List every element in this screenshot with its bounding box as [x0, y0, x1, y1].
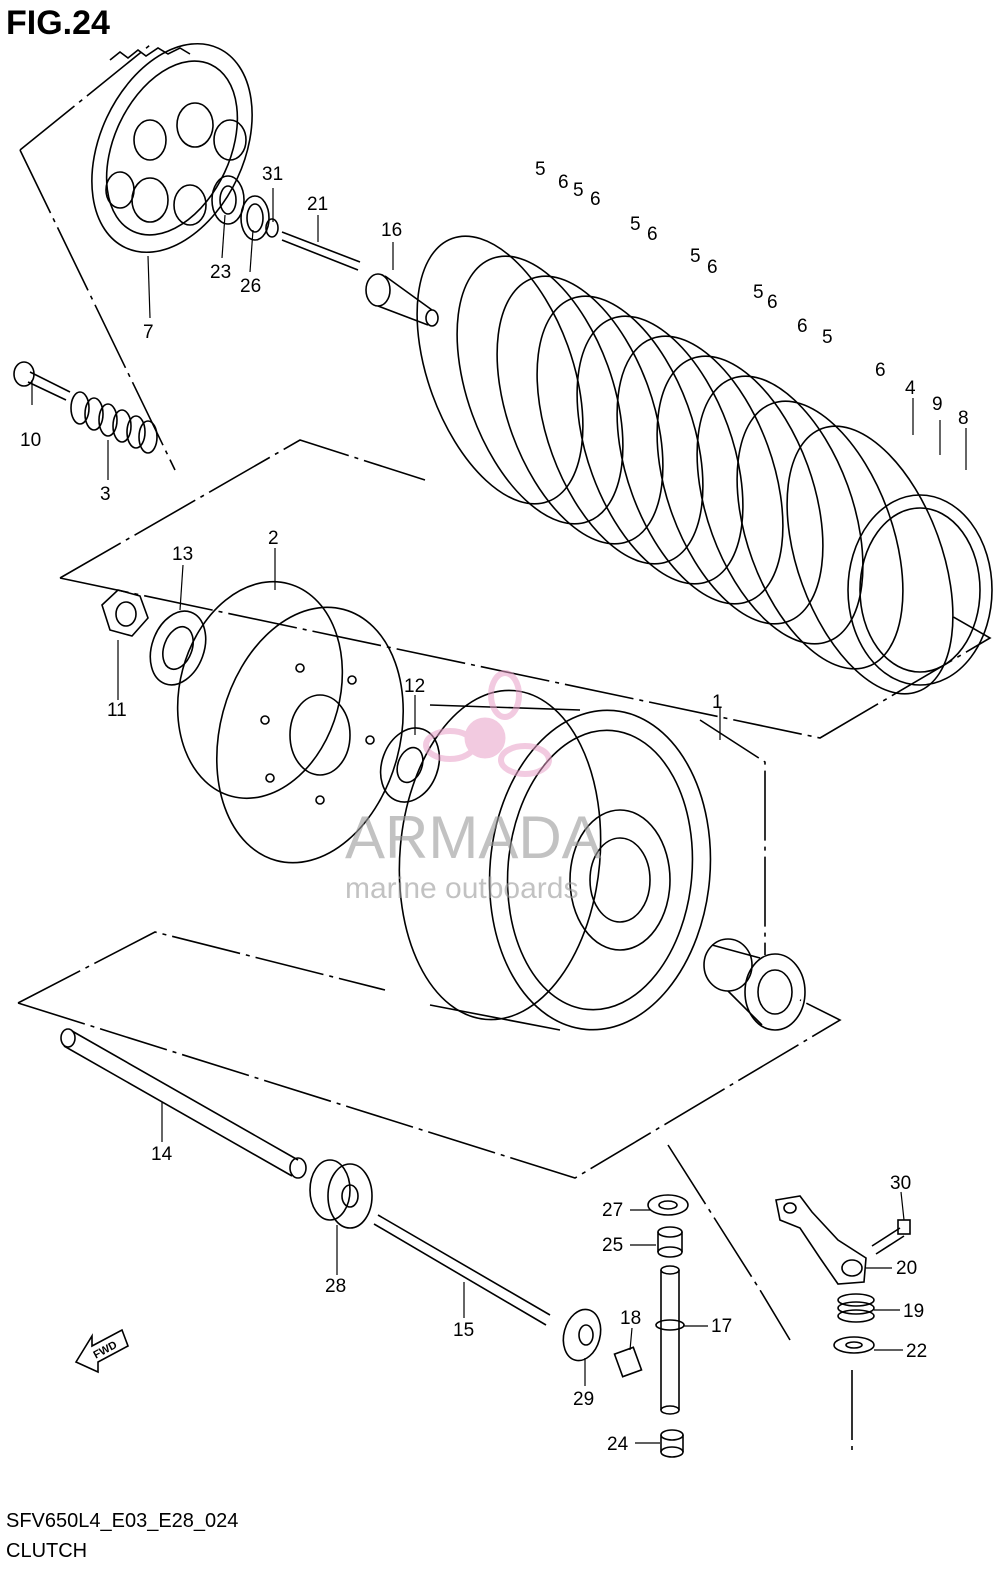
callout-1: 1	[712, 692, 723, 713]
callout-24: 24	[607, 1434, 629, 1455]
callout-12: 12	[404, 676, 425, 697]
callout-25: 25	[602, 1235, 623, 1256]
callout-6d: 6	[707, 257, 718, 278]
callout-18: 18	[620, 1308, 641, 1329]
clutch-plate-stack	[416, 235, 993, 695]
callout-22: 22	[906, 1341, 927, 1362]
frame-pressure-plate	[19, 44, 176, 471]
sleeve-hub-2	[176, 580, 405, 864]
spring-19	[837, 1293, 875, 1323]
figure-title: FIG.24	[6, 4, 110, 42]
spring-3	[70, 391, 158, 454]
bearing-28	[309, 1159, 373, 1229]
callout-14: 14	[151, 1144, 173, 1165]
washer-22	[833, 1336, 875, 1354]
callout-26: 26	[240, 276, 261, 297]
callout-5c: 5	[630, 214, 641, 235]
callout-2: 2	[268, 528, 279, 549]
callout-17: 17	[711, 1316, 732, 1337]
callout-6a: 6	[558, 172, 569, 193]
callout-5a: 5	[535, 159, 546, 180]
callout-6g: 6	[875, 360, 886, 381]
leader-lines	[31, 188, 967, 1444]
pressure-plate	[91, 42, 253, 254]
frame-clutch-plates	[59, 439, 992, 739]
callout-3: 3	[100, 484, 111, 505]
callout-5d: 5	[690, 246, 701, 267]
release-shaft-17	[655, 1265, 685, 1415]
callout-5f: 5	[822, 327, 833, 348]
callout-5b: 5	[573, 180, 584, 201]
bearing-25	[657, 1226, 683, 1258]
callout-4: 4	[905, 378, 916, 399]
callout-11: 11	[107, 700, 127, 721]
callout-31: 31	[262, 164, 283, 185]
callout-27: 27	[602, 1200, 623, 1221]
pushrod-21	[281, 231, 361, 271]
callout-7: 7	[143, 322, 154, 343]
nut-11	[101, 589, 149, 637]
callout-5e: 5	[753, 282, 764, 303]
lock-washer-13	[149, 610, 207, 686]
figure-code: SFV650L4_E03_E28_024	[6, 1510, 239, 1532]
callout-15: 15	[453, 1320, 474, 1341]
callout-6b: 6	[590, 189, 601, 210]
bearing-24	[660, 1429, 684, 1458]
callout-6c: 6	[647, 224, 658, 245]
callout-6e: 6	[767, 292, 778, 313]
bearing-26	[240, 195, 270, 241]
watermark-logo-icon	[423, 670, 552, 777]
callout-21: 21	[307, 194, 328, 215]
washer-12	[379, 727, 441, 803]
figure-name: CLUTCH	[6, 1540, 88, 1562]
ring-31	[265, 218, 279, 238]
piece-16	[365, 273, 439, 327]
callout-19: 19	[903, 1301, 924, 1322]
spacer-sleeve	[703, 938, 806, 1031]
callout-23: 23	[210, 262, 231, 283]
callout-30: 30	[890, 1173, 911, 1194]
pin-18	[613, 1346, 643, 1378]
callout-28: 28	[325, 1276, 346, 1297]
watermark-brand: ARMADA	[345, 804, 602, 871]
fwd-arrow-icon: FWD	[74, 1328, 129, 1374]
callout-10: 10	[20, 430, 41, 451]
seal-27	[647, 1194, 689, 1216]
callout-labels: 1 2 3 4 5 5 5 5 5 5 5 6 6 6 6 6 6 6 7 8 …	[20, 159, 969, 1455]
callout-20: 20	[896, 1258, 917, 1279]
callout-9: 9	[932, 394, 943, 415]
bolt-10	[13, 361, 71, 401]
watermark-tagline: marine outboards	[345, 872, 578, 905]
release-arm-20	[775, 1195, 867, 1285]
frame-clutch-housing	[17, 719, 842, 1179]
callout-6f: 6	[797, 316, 808, 337]
frame-release-arm	[667, 1144, 853, 1450]
callout-8: 8	[958, 408, 969, 429]
seal-29	[562, 1308, 602, 1362]
rod-15	[373, 1214, 551, 1326]
bolt-30	[871, 1219, 911, 1255]
callout-29: 29	[573, 1389, 594, 1410]
shaft-14	[60, 1028, 307, 1179]
washer-23	[211, 175, 245, 225]
callout-13: 13	[172, 544, 193, 565]
clutch-housing-1	[398, 689, 712, 1031]
callout-16: 16	[381, 220, 402, 241]
